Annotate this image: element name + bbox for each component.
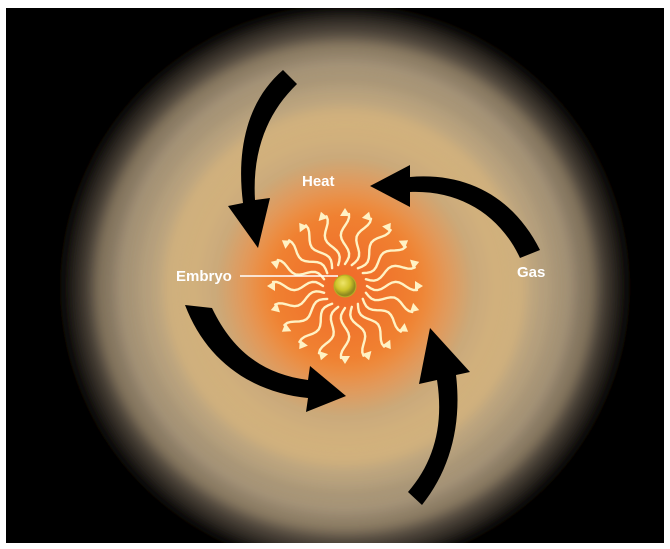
gas-arrow-bottom [408, 328, 470, 505]
heat-arrow [283, 297, 329, 327]
heat-arrow-head [340, 208, 350, 216]
gas-label: Gas [517, 264, 545, 281]
heat-arrow [317, 305, 340, 355]
disk-rings [95, 42, 595, 532]
heat-arrow [361, 297, 403, 333]
heat-arrow-head [318, 211, 329, 221]
heat-arrow-head [267, 281, 275, 291]
heat-arrow-head [340, 356, 350, 364]
heat-arrow [356, 302, 386, 348]
heat-arrow [271, 280, 325, 292]
heat-arrow [339, 306, 351, 360]
gas-arrows [185, 70, 540, 505]
heat-arrow [364, 291, 414, 314]
heat-arrow [349, 305, 367, 357]
embryo-body [333, 274, 357, 298]
heat-arrow [287, 239, 329, 275]
heat-arrow [339, 212, 351, 266]
heat-arrow [350, 217, 373, 267]
heat-arrow-head [415, 281, 423, 291]
heat-arrow-head [382, 222, 391, 233]
heat-label: Heat [302, 173, 335, 190]
heat-arrow-head [299, 222, 308, 233]
heat-arrow-head [281, 240, 292, 249]
heat-arrow [365, 280, 419, 292]
heat-arrow-head [382, 339, 391, 350]
heat-arrow-head [361, 211, 372, 221]
heat-arrow-head [299, 339, 308, 350]
heat-arrow-head [361, 351, 372, 361]
heat-arrow-head [318, 351, 329, 361]
heat-arrow-head [281, 323, 292, 332]
gas-arrow-top [228, 70, 297, 248]
heat-arrow [356, 228, 392, 270]
heat-arrow-head [398, 323, 409, 332]
embryo-label: Embryo [176, 268, 232, 285]
heat-arrow-head [270, 302, 280, 313]
heat-arrow [364, 264, 416, 282]
accretion-diagram: Heat Embryo Gas [6, 8, 664, 543]
heat-arrow-head [410, 302, 420, 313]
heat-arrow [304, 224, 334, 270]
gas-arrow-left [185, 305, 346, 412]
heat-arrow-head [410, 259, 420, 270]
heat-arrow [298, 302, 334, 344]
heat-arrow [276, 258, 326, 281]
heat-arrow [323, 215, 341, 267]
heat-arrow-head [398, 240, 409, 249]
heat-arrow [361, 245, 407, 275]
heat-arrow-head [270, 259, 280, 270]
heat-arrows [267, 208, 423, 364]
heat-arrow [274, 290, 326, 308]
gas-arrow-right [370, 165, 540, 258]
